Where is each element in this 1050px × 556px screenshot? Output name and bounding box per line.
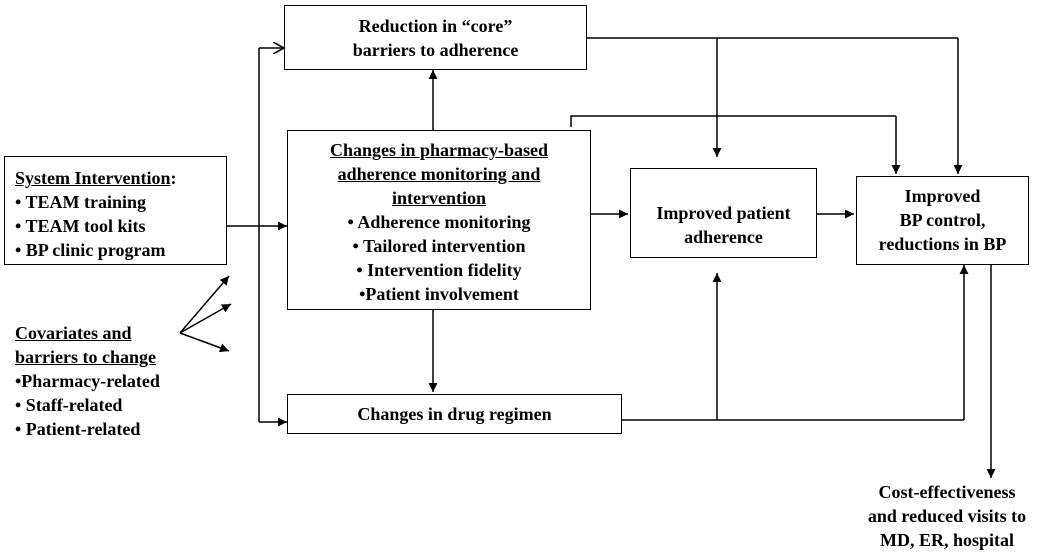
drug-regimen-label: Changes in drug regimen — [357, 404, 552, 424]
arrow-covariates-to-pharmacy — [179, 303, 232, 334]
patient-adherence-line2: adherence — [684, 227, 763, 247]
arrow-covariates-to-drug — [179, 332, 230, 353]
covariates-item: • Patient-related — [15, 419, 141, 439]
pharmacy-changes-item: • Tailored intervention — [352, 236, 526, 256]
covariates-item: • Staff-related — [15, 395, 123, 415]
reduction-box — [284, 5, 587, 70]
pharmacy-changes-title-line3: intervention — [392, 188, 486, 208]
system-intervention-title-suffix: : — [170, 168, 177, 188]
pharmacy-changes-item: •Patient involvement — [359, 284, 519, 304]
system-intervention-item: • TEAM tool kits — [15, 216, 146, 236]
reduction-content: Reduction in “core” barriers to adherenc… — [284, 14, 587, 62]
pharmacy-changes-item: • Adherence monitoring — [347, 212, 531, 232]
system-intervention-box — [4, 156, 227, 265]
pharmacy-changes-box — [287, 130, 591, 310]
outcomes-line2: and reduced visits to — [867, 506, 1027, 526]
bp-control-line2: BP control, — [899, 210, 986, 230]
pharmacy-changes-content: Changes in pharmacy-based adherence moni… — [287, 138, 591, 306]
system-intervention-title-line: System Intervention: — [15, 166, 220, 190]
drug-regimen-box — [287, 394, 622, 434]
pharmacy-to-bp-line — [570, 115, 896, 127]
patient-adherence-box — [630, 168, 817, 258]
patient-adherence-line1: Improved patient — [656, 203, 791, 223]
outcomes-line3: MD, ER, hospital — [879, 530, 1014, 550]
covariates-block: Covariates and barriers to change •Pharm… — [15, 321, 195, 441]
patient-adherence-content: Improved patient adherence — [630, 201, 817, 249]
outcomes-content: Cost-effectiveness and reduced visits to… — [852, 480, 1042, 552]
bp-control-line1: Improved — [904, 186, 981, 206]
system-intervention-item: • TEAM training — [15, 192, 146, 212]
pharmacy-changes-item: • Intervention fidelity — [356, 260, 522, 280]
pharmacy-changes-title-line1: Changes in pharmacy-based — [329, 140, 549, 160]
covariates-title-line2: barriers to change — [15, 347, 156, 367]
bp-control-box — [856, 176, 1029, 265]
pharmacy-changes-title-line2: adherence monitoring and — [337, 164, 541, 184]
covariates-title-line1: Covariates and — [15, 323, 132, 343]
system-intervention-content: System Intervention: • TEAM training • T… — [15, 166, 220, 262]
system-intervention-item: • BP clinic program — [15, 240, 166, 260]
reduction-line1: Reduction in “core” — [358, 16, 513, 36]
system-intervention-title: System Intervention — [15, 168, 171, 188]
outcomes-line1: Cost-effectiveness — [878, 482, 1016, 502]
arrow-covariates-to-system — [179, 275, 230, 334]
reduction-line2: barriers to adherence — [352, 40, 519, 60]
bp-control-content: Improved BP control, reductions in BP — [856, 184, 1029, 256]
covariates-item: •Pharmacy-related — [15, 371, 160, 391]
bp-control-line3: reductions in BP — [878, 234, 1007, 254]
